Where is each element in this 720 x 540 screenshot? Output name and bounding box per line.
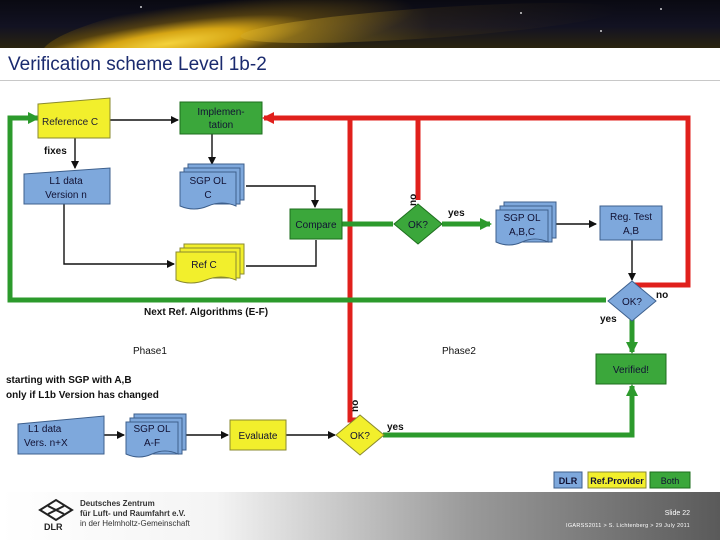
ref-c-box: Ref C: [175, 243, 245, 284]
verification-flowchart: Reference C Implemen- tation fixes L1 da…: [6, 97, 691, 489]
no-right-label: no: [656, 290, 668, 301]
slide-title: Verification scheme Level 1b-2: [8, 54, 267, 75]
organization-name: Deutsches Zentrum für Luft- und Raumfahr…: [80, 499, 190, 529]
implementation-box: Implemen- tation: [179, 101, 263, 135]
implementation-label-1: Implemen-: [197, 107, 244, 118]
yes-right-label: yes: [600, 314, 617, 325]
no-bottom-label: no: [350, 400, 361, 412]
verified-label: Verified!: [613, 365, 649, 376]
sgp-ol-c-box: SGP OL C: [179, 163, 245, 210]
reg-test-label-2: A,B: [623, 226, 639, 237]
star: [600, 30, 602, 32]
star: [520, 12, 522, 14]
compare-box: Compare: [289, 208, 343, 240]
black-arrows: [63, 116, 636, 439]
l1-data-top-label-1: L1 data: [49, 176, 83, 187]
ok-bottom-diamond: OK?: [335, 414, 385, 456]
evaluate-label: Evaluate: [239, 431, 278, 442]
legend: DLR Ref.Provider Both: [553, 471, 691, 489]
title-divider: [0, 80, 720, 81]
sgp-ol-abc-label-2: A,B,C: [509, 227, 535, 238]
slide-number: Slide 22: [664, 510, 690, 517]
l1-data-top-box: L1 data Version n: [23, 167, 111, 205]
fixes-label: fixes: [44, 146, 67, 157]
legend-both: Both: [661, 476, 680, 486]
svg-text:DLR: DLR: [44, 522, 63, 532]
l1-data-bottom-label-1: L1 data: [28, 424, 62, 435]
ok-right-diamond: OK?: [607, 280, 657, 322]
legend-refprovider: Ref.Provider: [590, 476, 644, 486]
dlr-logo-icon: DLR: [38, 498, 74, 532]
ok-right-label: OK?: [622, 297, 642, 308]
l1-data-bottom-box: L1 data Vers. n+X: [17, 415, 105, 455]
star: [140, 6, 142, 8]
ok-top-label: OK?: [408, 220, 428, 231]
no-top-label: no: [408, 194, 419, 206]
legend-dlr: DLR: [559, 476, 578, 486]
starting-label: starting with SGP with A,B: [6, 375, 132, 386]
phase2-label: Phase2: [442, 346, 476, 357]
sgp-ol-abc-label-1: SGP OL: [503, 213, 540, 224]
reference-c-box: Reference C: [37, 97, 111, 139]
sgp-ol-abc-box: SGP OL A,B,C: [495, 201, 557, 246]
sgp-ol-af-label-2: A-F: [144, 438, 160, 449]
ref-c-label: Ref C: [191, 260, 217, 271]
reg-test-box: Reg. Test A,B: [599, 205, 663, 241]
org-line-2: für Luft- und Raumfahrt e.V.: [80, 509, 186, 518]
ok-top-diamond: OK?: [393, 203, 443, 245]
sgp-ol-af-box: SGP OL A-F: [125, 413, 187, 458]
reference-c-label: Reference C: [42, 117, 98, 128]
star: [660, 8, 662, 10]
yes-bottom-label: yes: [387, 422, 404, 433]
verified-box: Verified!: [595, 353, 667, 385]
footer-bar: [0, 492, 720, 540]
sgp-ol-af-label-1: SGP OL: [133, 424, 170, 435]
yes-top-label: yes: [448, 208, 465, 219]
sgp-ol-c-label-1: SGP OL: [189, 176, 226, 187]
green-main-lines: [7, 112, 638, 438]
l1-data-top-label-2: Version n: [45, 190, 87, 201]
only-if-label: only if L1b Version has changed: [6, 390, 159, 401]
evaluate-box: Evaluate: [229, 419, 287, 451]
phase1-label: Phase1: [133, 346, 167, 357]
compare-label: Compare: [295, 220, 337, 231]
implementation-label-2: tation: [209, 120, 233, 131]
l1-data-bottom-label-2: Vers. n+X: [24, 438, 68, 449]
next-ref-label: Next Ref. Algorithms (E-F): [144, 307, 268, 318]
org-line-1: Deutsches Zentrum: [80, 499, 155, 508]
ok-bottom-label: OK?: [350, 431, 370, 442]
conference-info: IGARSS2011 > S. Lichtenberg > 29 July 20…: [566, 523, 690, 529]
reg-test-label-1: Reg. Test: [610, 212, 652, 223]
header-banner: [0, 0, 720, 48]
org-line-3: in der Helmholtz-Gemeinschaft: [80, 519, 190, 528]
sgp-ol-c-label-2: C: [204, 190, 211, 201]
